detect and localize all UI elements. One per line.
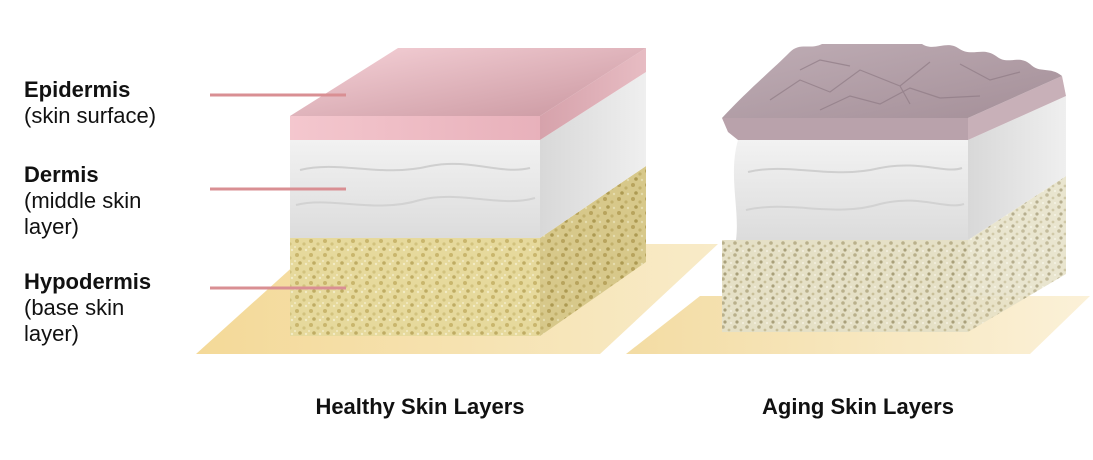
epidermis-label: Epidermis (skin surface): [24, 77, 224, 129]
epidermis-name: Epidermis: [24, 77, 131, 102]
healthy-skin-block: [290, 48, 646, 336]
aging-skin-block: [722, 44, 1066, 332]
hypodermis-label: Hypodermis (base skin layer): [24, 269, 164, 347]
healthy-hypodermis-side: [540, 166, 646, 336]
healthy-caption: Healthy Skin Layers: [315, 394, 525, 419]
aging-epidermis-front: [722, 118, 968, 140]
healthy-epidermis-side: [540, 48, 646, 140]
hypodermis-name: Hypodermis: [24, 269, 152, 294]
dermis-desc: (middle skin layer): [24, 188, 142, 239]
healthy-dermis-front: [290, 140, 540, 238]
aging-hypodermis-front: [722, 240, 968, 332]
healthy-hypodermis-front: [290, 238, 540, 336]
epidermis-desc: (skin surface): [24, 103, 157, 128]
aging-epidermis-top: [722, 44, 1062, 118]
aging-dermis-side: [968, 96, 1066, 240]
dermis-name: Dermis: [24, 162, 99, 187]
aging-hypodermis-side: [968, 176, 1066, 332]
aging-dermis-front: [733, 140, 968, 240]
aging-caption: Aging Skin Layers: [762, 394, 954, 419]
healthy-epidermis-front: [290, 116, 540, 140]
dermis-label: Dermis (middle skin layer): [24, 162, 194, 240]
healthy-dermis-side: [540, 72, 646, 238]
healthy-epidermis-top: [290, 48, 646, 116]
aging-epidermis-side: [968, 76, 1066, 140]
hypodermis-desc: (base skin layer): [24, 295, 125, 346]
